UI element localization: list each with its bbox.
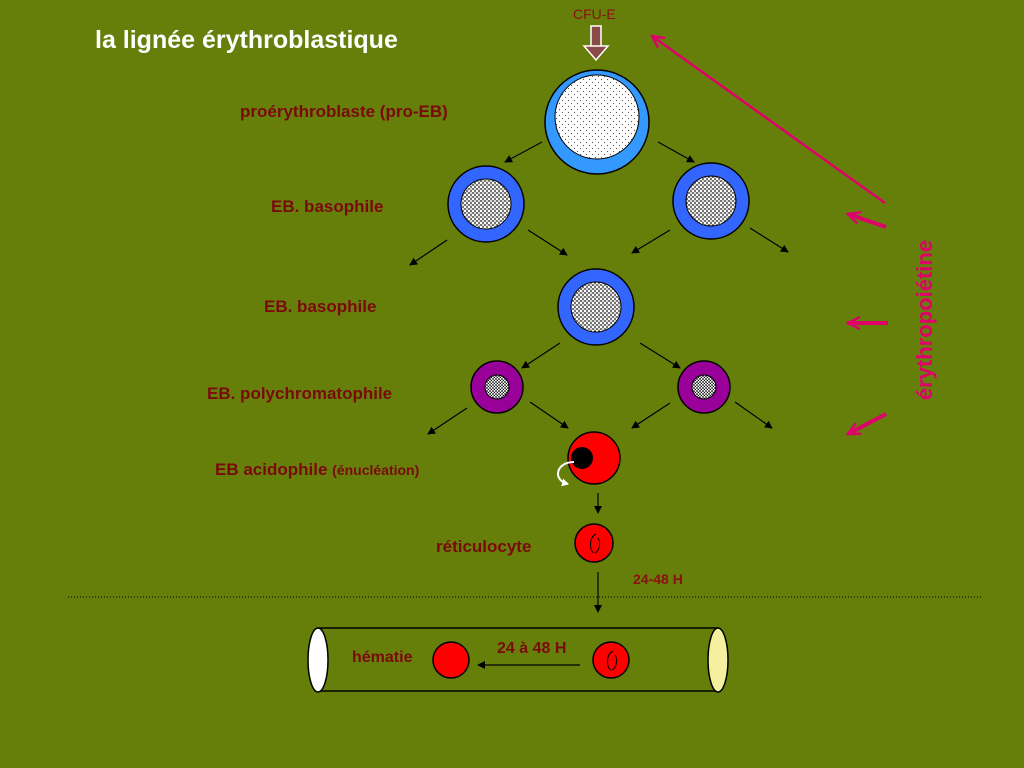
arrow-poly-r-l: [631, 402, 671, 429]
acidophile-name: EB acidophile: [215, 460, 328, 479]
arrow-proeb-left: [504, 141, 543, 163]
arrow-poly-l-r: [529, 401, 569, 429]
arrow-poly-r-r: [734, 401, 773, 429]
arrow-poly-l-l: [427, 407, 468, 435]
acidophile-cell: [567, 431, 621, 485]
reticulocyte-label: réticulocyte: [436, 537, 532, 556]
cfu-arrow-icon: [582, 25, 610, 62]
arrow-baso1-r-l: [631, 229, 671, 254]
basophile-cell-center: [557, 268, 635, 346]
blood-timing-label: 24 à 48 H: [497, 640, 567, 657]
vessel-end-right: [707, 627, 729, 693]
basophile-label-2: EB. basophile: [264, 297, 377, 316]
vessel-end-left: [307, 627, 329, 693]
arrow-baso2-left: [521, 342, 561, 369]
marrow-timing-label: 24-48 H: [633, 571, 683, 587]
enucleation-arrow-icon: [557, 461, 575, 487]
reticulocyte-cell: [574, 523, 614, 563]
erythropoietine-label: érythropoiétine: [912, 239, 937, 401]
proerythroblaste-cell: [544, 69, 650, 175]
hematie-cell: [432, 641, 470, 679]
page-title: la lignée érythroblastique: [95, 26, 398, 54]
polychromatophile-label: EB. polychromatophile: [207, 384, 393, 403]
basophile-label-1: EB. basophile: [271, 197, 384, 216]
basophile-cell-left: [447, 165, 525, 243]
epo-arrow-basophile-1: [848, 214, 887, 229]
arrow-baso1-l-l: [409, 239, 448, 266]
cfu-e-label: CFU-E: [573, 6, 616, 22]
arrow-proeb-right: [657, 141, 695, 163]
basophile-cell-right: [672, 162, 750, 240]
arrow-baso1-l-r: [527, 229, 568, 256]
epo-arrow-cfu: [652, 36, 886, 205]
hematie-label: hématie: [352, 649, 413, 666]
blood-reticulocyte-cell: [592, 641, 630, 679]
arrow-baso1-r-r: [749, 227, 789, 253]
proeb-label: proérythroblaste (pro-EB): [240, 102, 448, 121]
blood-vessel: [307, 627, 729, 693]
arrow-baso2-right: [639, 342, 681, 369]
epo-arrow-polychromatophile: [848, 412, 887, 436]
acidophile-label: EB acidophile (énucléation): [215, 460, 419, 480]
polychromatophile-cell-left: [470, 360, 524, 414]
polychromatophile-cell-right: [677, 360, 731, 414]
enucleation-note: (énucléation): [332, 462, 420, 478]
